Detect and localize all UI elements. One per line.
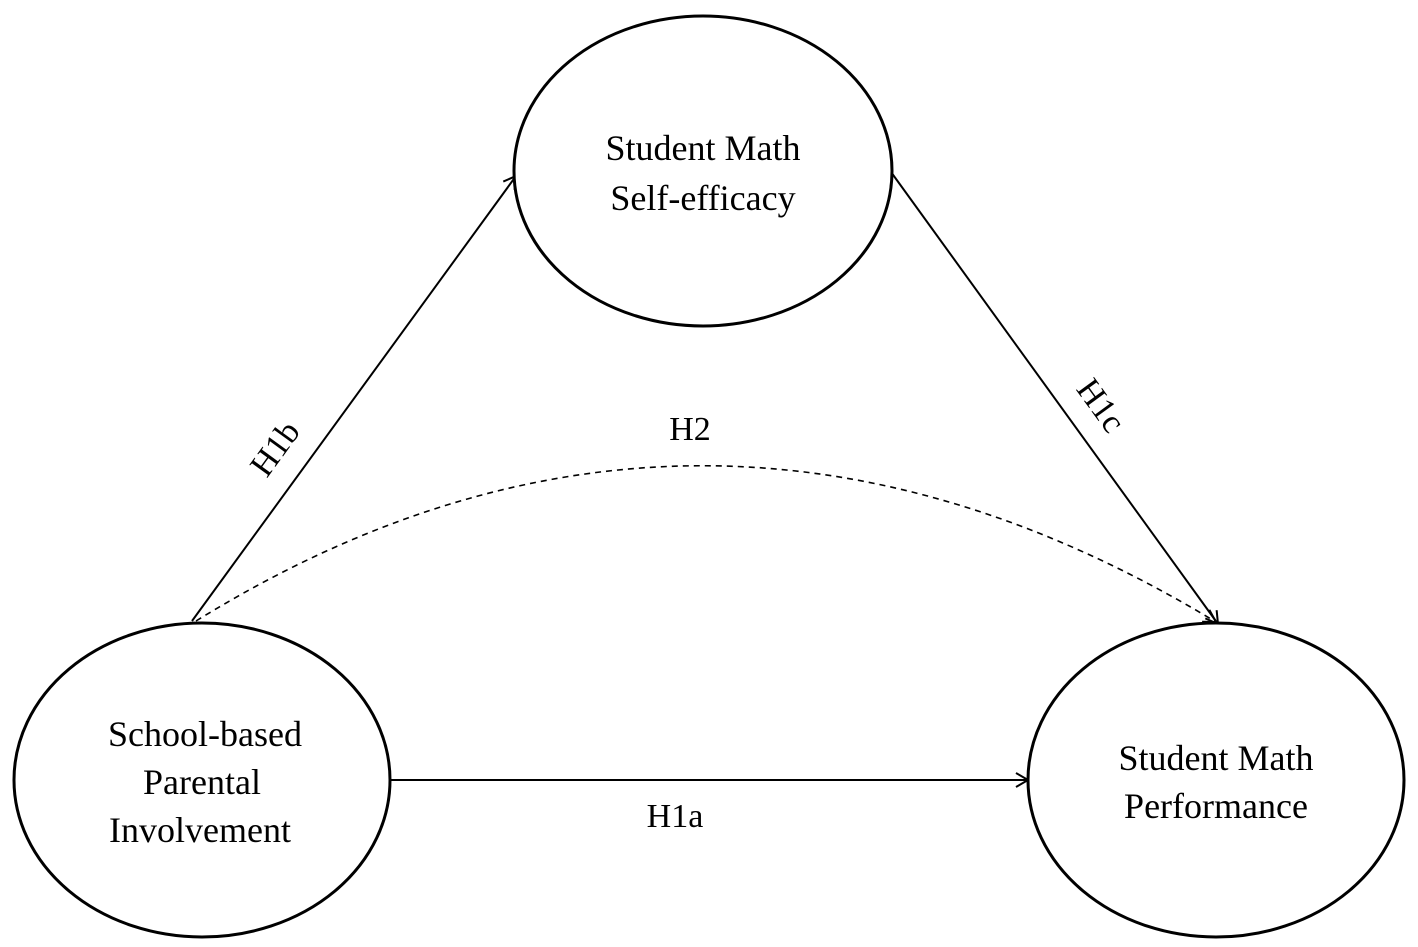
edge-label-h1a: H1a: [647, 798, 704, 835]
node-parental-involvement: School-based Parental Involvement: [12, 621, 392, 939]
node-parental-line-2: Parental: [143, 762, 261, 802]
node-parental-line-3: Involvement: [109, 810, 291, 850]
node-parental-line-1: School-based: [108, 714, 302, 754]
edge-h2-dashed-arrow: [195, 464, 1218, 624]
edge-label-h1b: H1b: [243, 414, 307, 483]
node-performance-line-2: Performance: [1124, 786, 1308, 826]
edge-h1c-arrow: [890, 171, 1220, 626]
edge-label-h2: H2: [669, 411, 711, 448]
edge-h1b-arrow: [191, 174, 518, 622]
node-self-efficacy-line-1: Student Math: [606, 128, 801, 168]
node-self-efficacy-line-2: Self-efficacy: [610, 178, 795, 218]
node-self-efficacy: Student Math Self-efficacy: [512, 14, 894, 328]
node-performance-line-1: Student Math: [1119, 738, 1314, 778]
node-math-performance: Student Math Performance: [1026, 621, 1406, 939]
